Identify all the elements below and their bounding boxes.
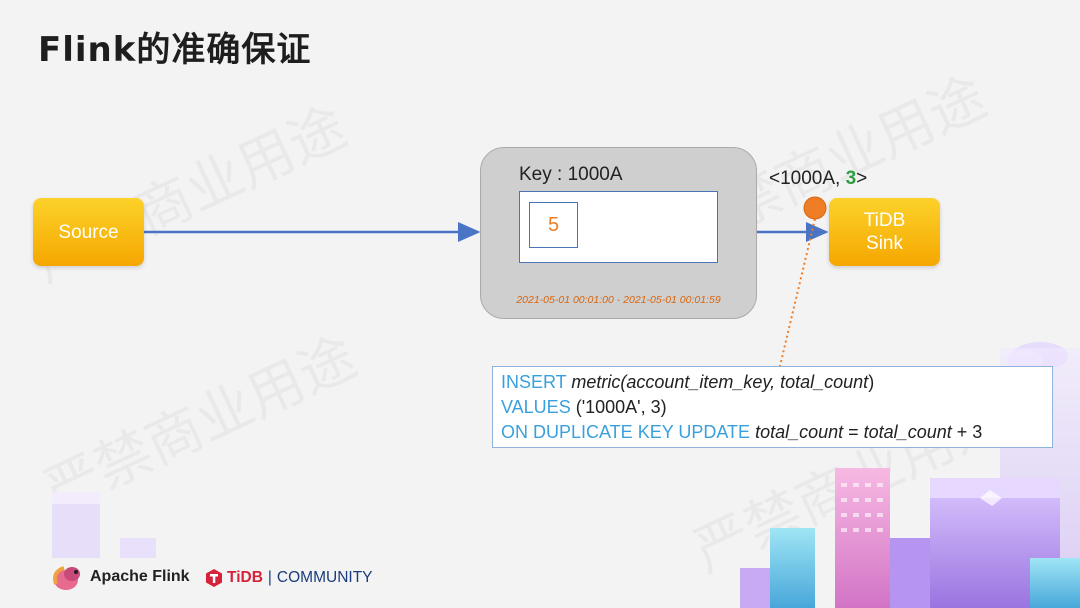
window-count-value: 5 <box>547 213 560 236</box>
sink-label-line1: TiDB <box>863 210 906 231</box>
tidb-separator: | <box>267 569 272 586</box>
tidb-community-label: COMMUNITY <box>276 569 373 586</box>
tidb-community-brand: TiDB | COMMUNITY <box>205 568 373 588</box>
tidb-logo-icon <box>206 569 222 587</box>
emit-marker-dot <box>803 196 827 220</box>
window-panel: Key : 1000A 5 2021-05-01 00:01:00 - 2021… <box>480 147 757 319</box>
tidb-sink-node: TiDB Sink <box>829 198 940 266</box>
apache-flink-label: Apache Flink <box>90 568 190 585</box>
window-count-cell: 5 <box>529 202 578 248</box>
sql-line-on-duplicate: ON DUPLICATE KEY UPDATE total_count = to… <box>501 420 982 444</box>
sql-line-values: VALUES ('1000A', 3) <box>501 395 667 419</box>
sql-table-name: metric <box>571 372 621 392</box>
tidb-name: TiDB <box>227 569 263 586</box>
emitted-record-label: <1000A, 3> <box>769 168 867 190</box>
sql-open-paren: ( <box>620 372 627 392</box>
decorative-cubes-left <box>52 492 156 558</box>
flink-squirrel-logo-icon <box>53 566 80 590</box>
source-label: Source <box>58 221 119 243</box>
sql-keyword: INSERT <box>501 372 572 392</box>
sink-label-line2: Sink <box>866 233 903 254</box>
source-node: Source <box>33 198 144 266</box>
window-time-range: 2021-05-01 00:01:00 - 2021-05-01 00:01:5… <box>516 294 721 306</box>
sql-close-paren: ) <box>868 372 875 392</box>
slide-title: Flink的准确保证 <box>38 30 312 70</box>
sql-update-rhs: total_count <box>863 422 952 442</box>
apache-flink-brand: Apache Flink <box>52 562 190 592</box>
window-state-box: 5 <box>519 191 718 263</box>
window-key-label: Key : 1000A <box>519 164 623 185</box>
emit-suffix: > <box>856 168 868 189</box>
sql-keyword: VALUES <box>501 397 576 417</box>
sql-keyword: ON DUPLICATE KEY UPDATE <box>501 422 756 442</box>
sql-line-insert: INSERT metric(account_item_key, total_co… <box>501 370 874 394</box>
sql-values-tuple: ('1000A', 3) <box>575 397 667 417</box>
emit-prefix: <1000A, <box>769 168 846 189</box>
emit-count: 3 <box>845 168 857 189</box>
marker-to-sql-dotted-line <box>779 218 816 367</box>
sql-update-tail: + 3 <box>951 422 983 442</box>
sql-equals: = <box>843 422 864 442</box>
sql-update-lhs: total_count <box>755 422 844 442</box>
sql-column-list: account_item_key, total_count <box>626 372 869 392</box>
sql-statement-box: INSERT metric(account_item_key, total_co… <box>492 366 1053 448</box>
